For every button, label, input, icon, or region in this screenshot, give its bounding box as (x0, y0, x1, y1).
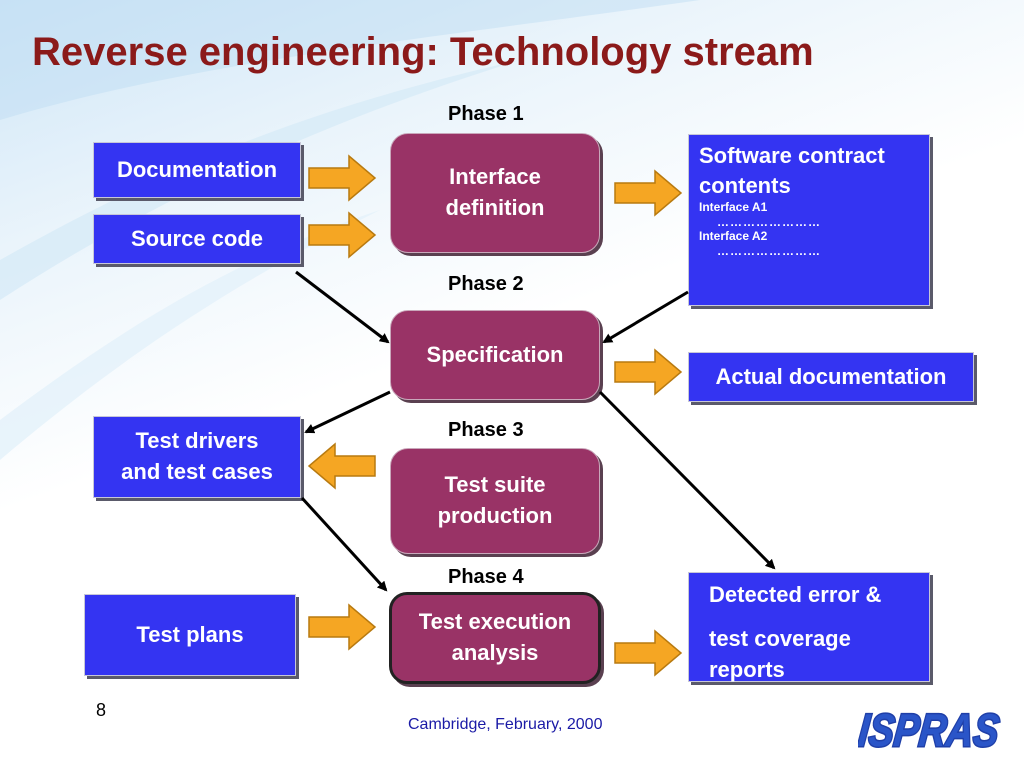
test-plans-box: Test plans (84, 594, 296, 676)
actual-documentation-box: Actual documentation (688, 352, 974, 402)
specification-to-test-drivers-arrow (304, 390, 391, 434)
contract-item-a1: Interface A1 (699, 200, 768, 215)
interface-definition-box: Interface definition (390, 133, 600, 253)
contract-heading-2: contents (699, 172, 791, 198)
actual-documentation-label: Actual documentation (715, 363, 947, 389)
interface-definition-line-2: definition (445, 195, 545, 220)
slide-title: Reverse engineering: Technology stream (32, 30, 814, 74)
detected-errors-box: Detected error & test coverage reports (688, 572, 930, 682)
test-plans-label: Test plans (136, 621, 244, 647)
test-execution-line-2: analysis (451, 640, 539, 665)
source-code-to-interface-arrow-icon (308, 211, 377, 259)
test-suite-to-drivers-arrow-icon (307, 442, 376, 490)
specification-to-documentation-arrow-icon (614, 348, 683, 396)
footer-text: Cambridge, February, 2000 (408, 716, 603, 733)
interface-to-contract-arrow-icon (614, 169, 683, 217)
documentation-to-interface-arrow-icon (308, 154, 377, 202)
test-execution-line-1: Test execution (418, 609, 572, 635)
detected-errors-line-1: Detected error & (709, 582, 882, 607)
test-suite-line-1: Test suite (444, 472, 546, 498)
contract-dots-2: …………………… (717, 243, 821, 258)
detected-errors-line-2: test coverage (709, 626, 851, 651)
phase-2-label: Phase 2 (448, 273, 524, 295)
test-plans-to-execution-arrow-icon (308, 603, 377, 651)
phase-4-label: Phase 4 (448, 566, 524, 588)
phase-3-label: Phase 3 (448, 419, 524, 441)
contract-dots-1: …………………… (717, 214, 821, 229)
test-suite-production-box: Test suite production (390, 448, 600, 554)
documentation-box: Documentation (93, 142, 301, 198)
specification-label: Specification (426, 341, 564, 367)
execution-to-errors-arrow-icon (614, 629, 683, 677)
test-drivers-line-2: and test cases (121, 459, 273, 484)
detected-errors-line-3: reports (709, 657, 785, 682)
source-code-box: Source code (93, 214, 301, 264)
phase-1-label: Phase 1 (448, 103, 524, 125)
specification-to-errors-arrow (598, 390, 776, 570)
ispras-logo-text: ISPRAS (858, 704, 1002, 756)
documentation-label: Documentation (116, 156, 278, 182)
test-suite-line-2: production (437, 503, 553, 528)
contract-to-specification-arrow (602, 290, 689, 344)
test-drivers-to-execution-arrow (300, 496, 388, 592)
source-to-specification-arrow (295, 270, 390, 344)
source-code-label: Source code (130, 225, 264, 251)
ispras-logo-fill: ISPRAS (858, 704, 1002, 756)
contract-heading-1: Software contract (699, 143, 885, 168)
software-contract-box: Software contract contents Interface A1 … (688, 134, 930, 306)
contract-item-a2: Interface A2 (699, 229, 768, 244)
page-number: 8 (96, 700, 107, 720)
test-execution-analysis-box: Test execution analysis (389, 592, 601, 684)
interface-definition-line-1: Interface (449, 164, 541, 190)
test-drivers-box: Test drivers and test cases (93, 416, 301, 498)
specification-box: Specification (390, 310, 600, 400)
ispras-logo: ISPRAS ISPRAS (858, 703, 1003, 756)
test-drivers-line-1: Test drivers (135, 428, 259, 454)
